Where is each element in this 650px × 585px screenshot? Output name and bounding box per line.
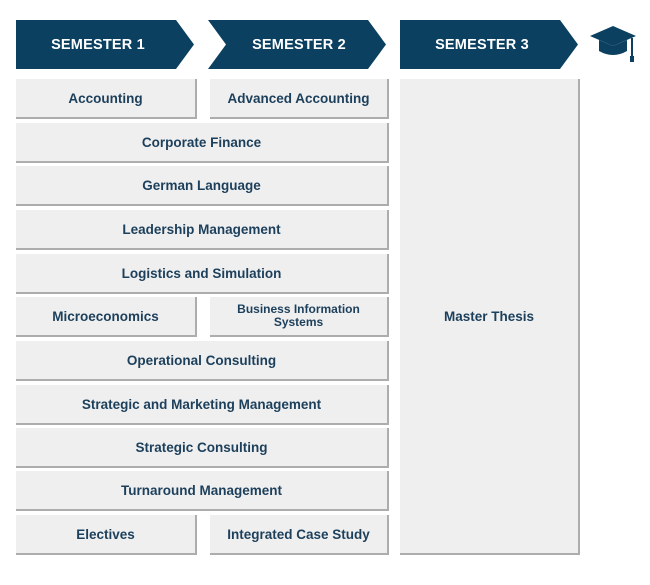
course-accounting: Accounting — [16, 79, 197, 119]
semester-1-header: SEMESTER 1 — [16, 20, 194, 69]
semester-1-label: SEMESTER 1 — [51, 36, 145, 53]
course-advanced-accounting: Advanced Accounting — [210, 79, 389, 119]
semester-2-label: SEMESTER 2 — [252, 36, 346, 53]
course-corporate-finance: Corporate Finance — [16, 123, 389, 163]
course-strategic-marketing-management: Strategic and Marketing Management — [16, 385, 389, 425]
course-leadership-management: Leadership Management — [16, 210, 389, 250]
course-logistics-simulation: Logistics and Simulation — [16, 254, 389, 294]
course-electives: Electives — [16, 515, 197, 555]
course-turnaround-management: Turnaround Management — [16, 471, 389, 511]
semester-3-label: SEMESTER 3 — [435, 36, 529, 53]
course-business-information-systems: Business Information Systems — [210, 297, 389, 337]
semester-2-header: SEMESTER 2 — [208, 20, 386, 69]
course-operational-consulting: Operational Consulting — [16, 341, 389, 381]
course-german-language: German Language — [16, 166, 389, 206]
course-strategic-consulting: Strategic Consulting — [16, 428, 389, 468]
course-integrated-case-study: Integrated Case Study — [210, 515, 389, 555]
graduation-cap-icon — [590, 26, 636, 62]
semester-3-header: SEMESTER 3 — [400, 20, 578, 69]
course-master-thesis: Master Thesis — [400, 79, 580, 555]
course-microeconomics: Microeconomics — [16, 297, 197, 337]
